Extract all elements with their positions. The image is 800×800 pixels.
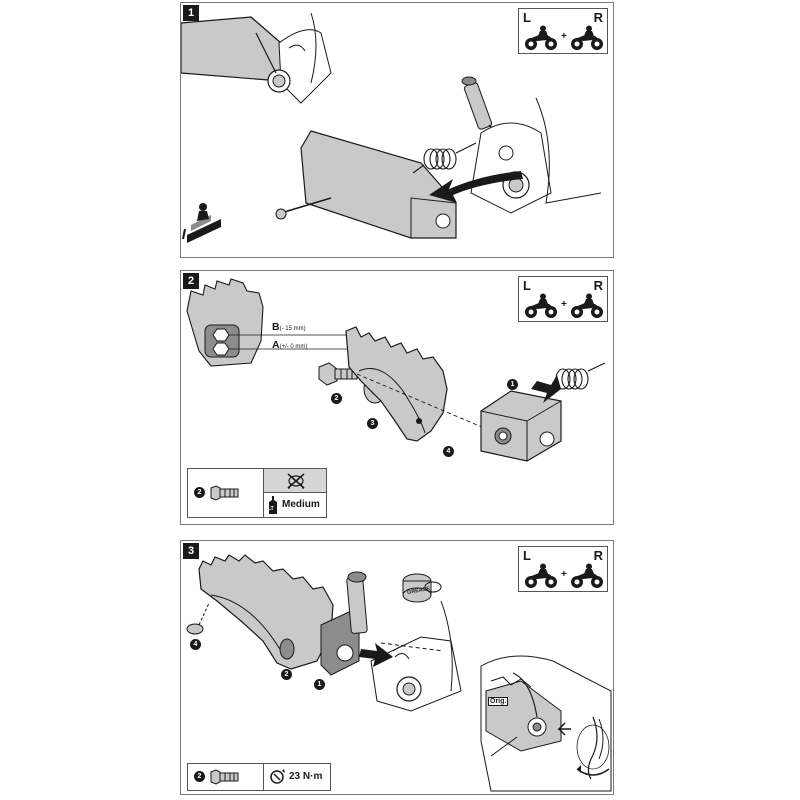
spec-callout: 2	[194, 771, 205, 782]
callout-2: 2	[331, 393, 342, 404]
step-2-panel: 2 L R +	[180, 270, 614, 525]
loctite-bottle-icon	[269, 496, 277, 514]
motorcycle-icon	[571, 563, 603, 588]
insert-arrow	[531, 375, 561, 403]
removal-arrow	[429, 171, 523, 203]
spec-callout: 2	[194, 487, 205, 498]
motorcycle-icon	[525, 25, 557, 50]
bolt-cell: 2	[188, 469, 264, 517]
left-side-label: L	[523, 548, 531, 563]
pin-part	[346, 571, 368, 634]
callout-3: 3	[367, 418, 378, 429]
torque-spec-table: 2 23 N·m	[187, 763, 331, 791]
loctite-label: LT	[268, 506, 274, 512]
footpeg-part	[345, 326, 448, 442]
right-side-label: R	[593, 278, 603, 293]
insert-arrow	[359, 643, 393, 667]
position-b-label: B(- 15 mm)	[272, 321, 306, 333]
position-b-note: (- 15 mm)	[279, 326, 306, 332]
installation-illustration	[186, 554, 612, 792]
side-stand-icon	[182, 203, 221, 243]
callout-2: 2	[281, 669, 292, 680]
motorcycle-icon	[525, 563, 557, 588]
torque-wrench-icon	[270, 769, 285, 784]
bracket-part	[480, 390, 562, 462]
spring-part	[412, 142, 477, 174]
bolt-icon	[210, 769, 239, 785]
both-sides-box: L R +	[518, 8, 608, 54]
step-1-panel: 1 L R +	[180, 2, 614, 258]
motorcycle-icon	[525, 293, 557, 318]
clip-detail-inset	[480, 655, 612, 792]
position-a-note: (+/- 0 mm)	[279, 344, 308, 350]
step-number: 3	[183, 543, 199, 559]
motorcycle-icon	[571, 25, 603, 50]
no-grease-cell	[264, 469, 326, 493]
motorcycle-icon	[571, 293, 603, 318]
step-number: 2	[183, 273, 199, 289]
footpeg-end-view	[186, 278, 351, 367]
position-a-label: A(+/- 0 mm)	[272, 339, 308, 351]
loctite-spec-table: 2 LT Medium	[187, 468, 327, 518]
grease-ring-part	[402, 573, 442, 603]
bolt-cell: 2	[188, 764, 264, 790]
step-3-panel: 3 L R +	[180, 540, 614, 795]
pin-part	[461, 76, 496, 132]
assembly-axis	[356, 373, 504, 437]
plus-sign: +	[561, 569, 567, 580]
callout-1: 1	[314, 679, 325, 690]
bolt-icon	[210, 485, 239, 501]
small-washer-part	[186, 623, 204, 635]
torque-cell: 23 N·m	[264, 764, 330, 790]
assembly-illustration	[186, 278, 606, 462]
original-part-label: Orig.	[488, 697, 509, 706]
loctite-strength: Medium	[282, 499, 320, 510]
footpeg-part	[198, 554, 334, 670]
right-side-label: R	[593, 10, 603, 25]
bolt-part	[318, 362, 358, 386]
both-sides-box: L R +	[518, 276, 608, 322]
left-side-label: L	[523, 10, 531, 25]
step-number: 1	[183, 5, 199, 21]
right-side-label: R	[593, 548, 603, 563]
both-sides-box: L R +	[518, 546, 608, 592]
callout-4: 4	[443, 446, 454, 457]
left-side-label: L	[523, 278, 531, 293]
torque-value: 23 N·m	[289, 771, 323, 782]
callout-1: 1	[507, 379, 518, 390]
callout-4: 4	[190, 639, 201, 650]
removal-illustration	[181, 12, 602, 243]
plus-sign: +	[561, 299, 567, 310]
plus-sign: +	[561, 31, 567, 42]
no-grease-icon	[287, 473, 305, 490]
loctite-cell: LT Medium	[264, 493, 326, 517]
